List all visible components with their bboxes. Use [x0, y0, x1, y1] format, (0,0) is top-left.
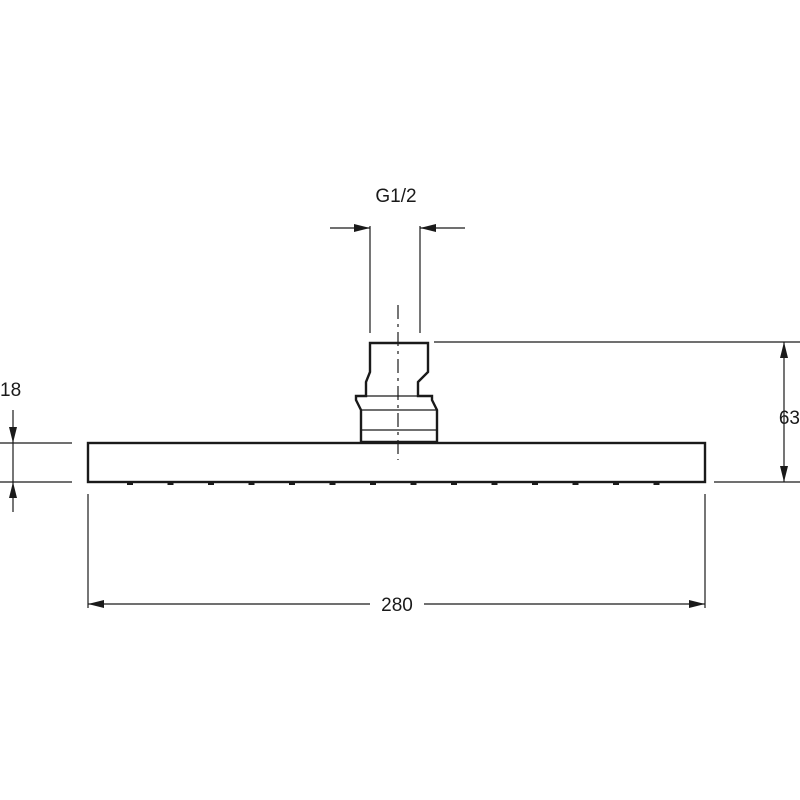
width-arrow-right — [689, 600, 705, 608]
height-label: 63 — [779, 408, 800, 429]
thickness-arrow-bottom — [9, 482, 17, 498]
nozzle — [613, 482, 619, 485]
nozzle-row — [127, 482, 660, 485]
nozzle — [329, 482, 336, 485]
nozzle — [167, 482, 174, 485]
nozzle — [491, 482, 498, 485]
shower-plate — [86, 441, 707, 484]
nozzle — [289, 482, 295, 485]
height-arrow-top — [780, 342, 788, 358]
connector-nut-detail — [361, 395, 437, 431]
nozzle — [532, 482, 538, 485]
nozzle — [248, 482, 255, 485]
height-arrow-bottom — [780, 466, 788, 482]
thread-arrow-right — [420, 224, 436, 232]
nozzle — [410, 482, 417, 485]
nozzle — [127, 482, 133, 485]
nozzle — [572, 482, 579, 485]
thread-label: G1/2 — [375, 186, 416, 207]
nozzle — [451, 482, 457, 485]
thickness-arrow-top — [9, 427, 17, 443]
width-label: 280 — [381, 595, 413, 616]
nozzle — [370, 482, 376, 485]
thickness-label: 18 — [0, 380, 21, 401]
connector-body — [354, 341, 439, 444]
width-arrow-left — [88, 600, 104, 608]
nozzle — [208, 482, 214, 485]
nozzle — [653, 482, 660, 485]
thread-arrow-left — [354, 224, 370, 232]
